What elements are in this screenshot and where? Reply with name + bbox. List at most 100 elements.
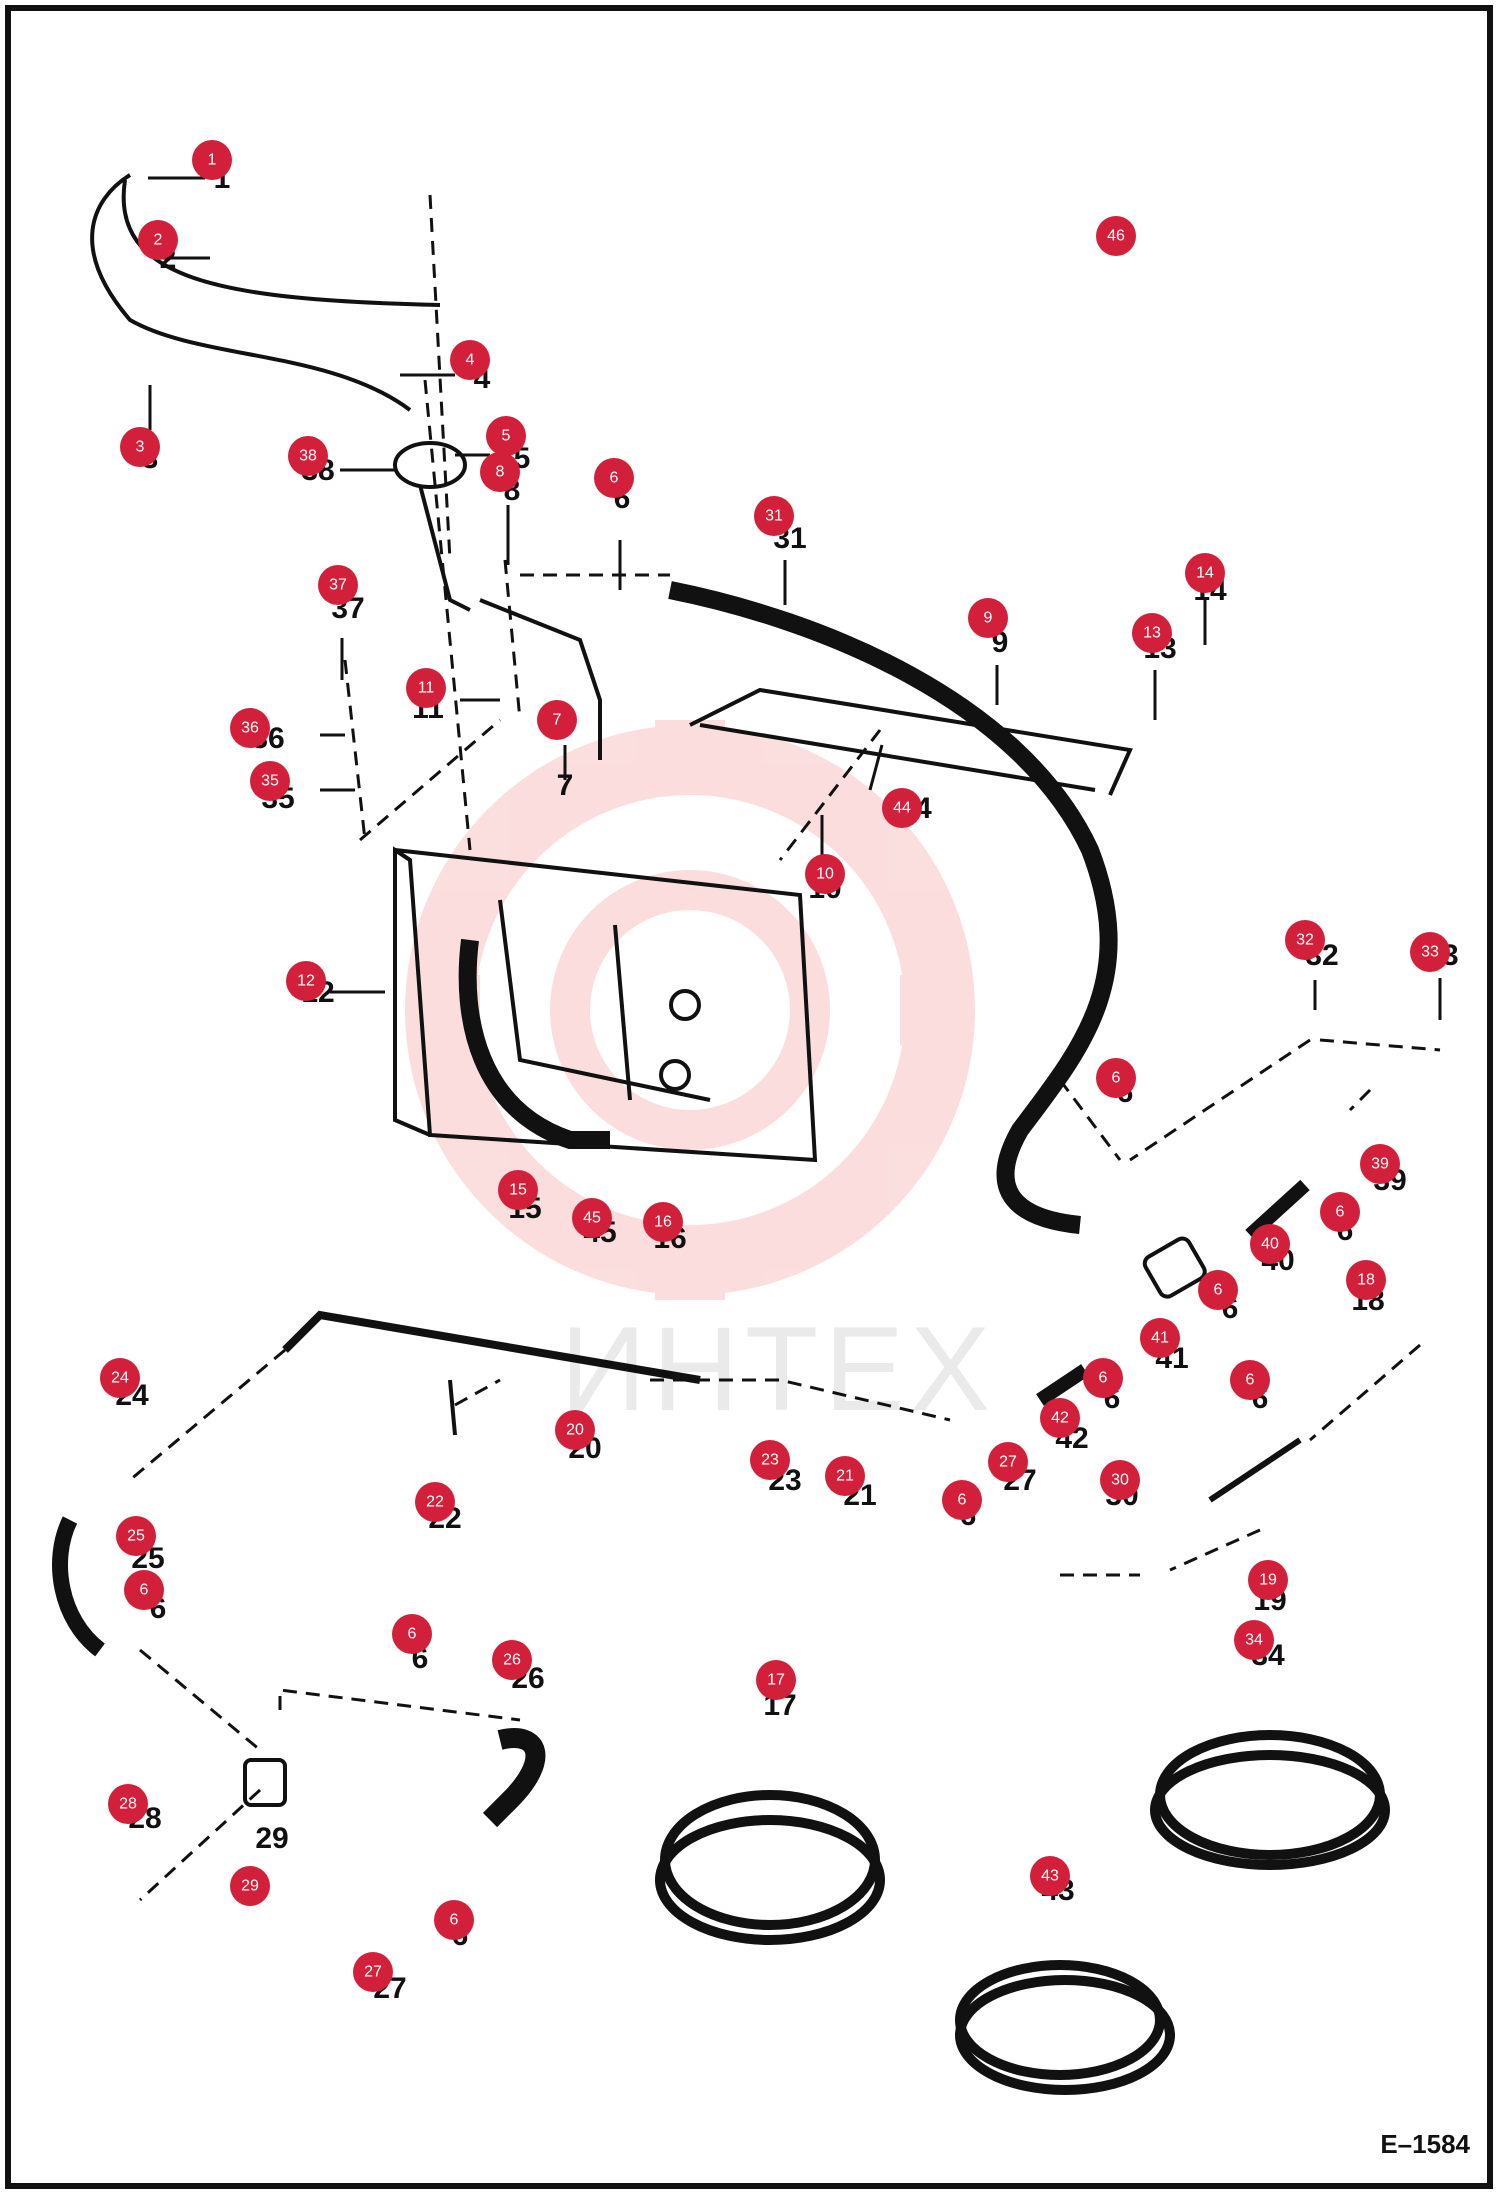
svg-text:17: 17 — [767, 1672, 785, 1689]
svg-text:9: 9 — [984, 610, 993, 627]
callout[interactable]: 32 — [1285, 920, 1325, 960]
callout[interactable]: 10 — [805, 854, 845, 894]
svg-text:29: 29 — [241, 1878, 259, 1895]
svg-text:45: 45 — [583, 1210, 601, 1227]
callout[interactable]: 35 — [250, 761, 290, 801]
callout[interactable]: 31 — [754, 496, 794, 536]
svg-text:13: 13 — [1143, 625, 1161, 642]
svg-text:44: 44 — [893, 800, 911, 817]
callout[interactable]: 7 — [537, 700, 577, 740]
callout[interactable]: 1 — [192, 140, 232, 180]
svg-text:15: 15 — [509, 1182, 527, 1199]
svg-text:34: 34 — [1245, 1632, 1263, 1649]
callout[interactable]: 36 — [230, 708, 270, 748]
callout[interactable]: 29 — [230, 1866, 270, 1906]
svg-text:2: 2 — [154, 232, 163, 249]
callout[interactable]: 6 — [1230, 1360, 1270, 1400]
svg-text:38: 38 — [299, 448, 317, 465]
callout[interactable]: 6 — [942, 1480, 982, 1520]
svg-text:6: 6 — [1214, 1282, 1223, 1299]
watermark-text: ИНТЕХ — [560, 1302, 997, 1436]
callout[interactable]: 2 — [138, 220, 178, 260]
callout[interactable]: 11 — [406, 668, 446, 708]
callout[interactable]: 43 — [1030, 1856, 1070, 1896]
callout[interactable]: 21 — [825, 1456, 865, 1496]
callout[interactable]: 8 — [480, 452, 520, 492]
svg-text:42: 42 — [1051, 1410, 1069, 1427]
callout[interactable]: 3 — [120, 427, 160, 467]
callout[interactable]: 25 — [116, 1516, 156, 1556]
svg-text:27: 27 — [999, 1454, 1017, 1471]
callout[interactable]: 6 — [594, 458, 634, 498]
svg-text:19: 19 — [1259, 1572, 1277, 1589]
callout[interactable]: 12 — [286, 961, 326, 1001]
svg-text:6: 6 — [1112, 1070, 1121, 1087]
callout[interactable]: 6 — [1320, 1192, 1360, 1232]
callout[interactable]: 6 — [392, 1614, 432, 1654]
callout[interactable]: 14 — [1185, 553, 1225, 593]
callout[interactable]: 18 — [1346, 1260, 1386, 1300]
callout[interactable]: 39 — [1360, 1144, 1400, 1184]
callout[interactable]: 6 — [434, 1900, 474, 1940]
svg-text:32: 32 — [1296, 932, 1314, 949]
svg-text:31: 31 — [765, 508, 783, 525]
callout[interactable]: 4 — [450, 340, 490, 380]
svg-text:24: 24 — [111, 1370, 129, 1387]
callout[interactable]: 6 — [1083, 1358, 1123, 1398]
callout[interactable]: 46 — [1096, 216, 1136, 256]
callout[interactable]: 6 — [1096, 1058, 1136, 1098]
callout[interactable]: 24 — [100, 1358, 140, 1398]
print-number: 7 — [557, 769, 574, 802]
callout[interactable]: 17 — [756, 1660, 796, 1700]
svg-text:37: 37 — [329, 577, 347, 594]
print-number: 29 — [255, 1822, 288, 1855]
svg-text:40: 40 — [1261, 1236, 1279, 1253]
svg-text:36: 36 — [241, 720, 259, 737]
callout[interactable]: 30 — [1100, 1460, 1140, 1500]
svg-text:23: 23 — [761, 1452, 779, 1469]
callout[interactable]: 6 — [1198, 1270, 1238, 1310]
callout[interactable]: 23 — [750, 1440, 790, 1480]
svg-text:22: 22 — [426, 1494, 444, 1511]
callout[interactable]: 9 — [968, 598, 1008, 638]
part-outlines — [52, 173, 1390, 2095]
callout[interactable]: 28 — [108, 1784, 148, 1824]
solid-leaders — [148, 176, 1442, 1020]
callout[interactable]: 27 — [353, 1952, 393, 1992]
callout[interactable]: 5 — [486, 416, 526, 456]
callout[interactable]: 26 — [492, 1640, 532, 1680]
callout[interactable]: 20 — [555, 1410, 595, 1450]
svg-text:10: 10 — [816, 866, 834, 883]
svg-text:4: 4 — [466, 352, 475, 369]
callout[interactable]: 42 — [1040, 1398, 1080, 1438]
callout[interactable]: 6 — [124, 1570, 164, 1610]
callout[interactable]: 34 — [1234, 1620, 1274, 1660]
svg-text:6: 6 — [408, 1626, 417, 1643]
callout[interactable]: 19 — [1248, 1560, 1288, 1600]
callout[interactable]: 15 — [498, 1170, 538, 1210]
svg-text:28: 28 — [119, 1796, 137, 1813]
callout[interactable]: 27 — [988, 1442, 1028, 1482]
callout[interactable]: 22 — [415, 1482, 455, 1522]
callout[interactable]: 40 — [1250, 1224, 1290, 1264]
svg-text:27: 27 — [364, 1964, 382, 1981]
svg-text:6: 6 — [958, 1492, 967, 1509]
callout[interactable]: 37 — [318, 565, 358, 605]
svg-text:6: 6 — [1246, 1372, 1255, 1389]
svg-text:16: 16 — [654, 1214, 672, 1231]
drawing-code: E–1584 — [1380, 2129, 1470, 2159]
callout[interactable]: 33 — [1410, 932, 1450, 972]
callout[interactable]: 45 — [572, 1198, 612, 1238]
svg-text:3: 3 — [136, 439, 145, 456]
svg-text:7: 7 — [553, 712, 562, 729]
svg-text:41: 41 — [1151, 1330, 1169, 1347]
callout[interactable]: 38 — [288, 436, 328, 476]
svg-text:33: 33 — [1421, 944, 1439, 961]
callout[interactable]: 16 — [643, 1202, 683, 1242]
callout[interactable]: 44 — [882, 788, 922, 828]
callout[interactable]: 41 — [1140, 1318, 1180, 1358]
callout[interactable]: 13 — [1132, 613, 1172, 653]
callouts: 1 2 3 4 5 8 38 6 31 9 14 13 37 11 7 36 3… — [100, 140, 1450, 1992]
svg-text:30: 30 — [1111, 1472, 1129, 1489]
